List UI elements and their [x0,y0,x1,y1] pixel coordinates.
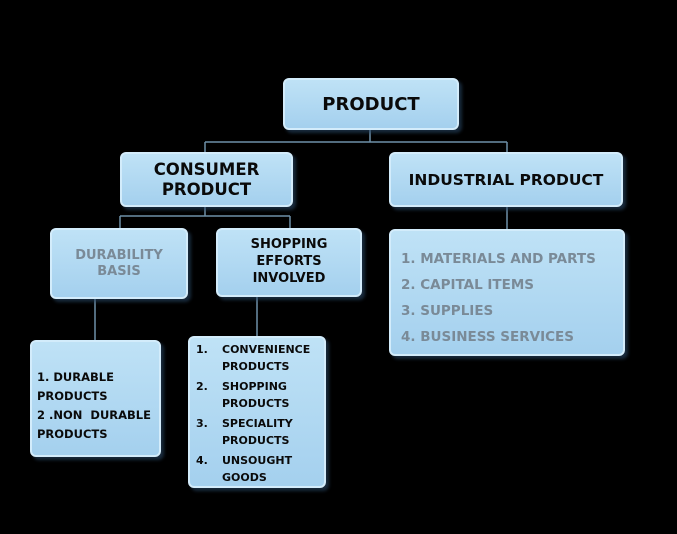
shopping-list-box: 1. CONVENIENCE PRODUCTS 2. SHOPPING PRODUC… [188,336,326,488]
shopping-item-3-number: 3. [196,417,208,430]
shopping-item-2: 2. SHOPPING PRODUCTS [196,379,289,412]
shopping-item-3: 3. SPECIALITY PRODUCTS [196,416,293,449]
industrial-item-1: 1. MATERIALS AND PARTS [401,251,596,267]
shopping-label-line2: EFFORTS [256,254,322,270]
industrial-item-3: 3. SUPPLIES [401,303,494,319]
durability-item-1-cont: PRODUCTS [37,389,108,403]
industrial-item-4: 4. BUSINESS SERVICES [401,329,574,345]
durability-item-1: 1. DURABLE [37,370,114,384]
consumer-product-box: CONSUMER PRODUCT [120,152,293,207]
shopping-efforts-box: SHOPPING EFFORTS INVOLVED [216,228,362,297]
shopping-item-3-line1: SPECIALITY [222,417,293,430]
shopping-item-2-line2: PRODUCTS [222,396,290,410]
product-box: PRODUCT [283,78,459,130]
shopping-item-3-line2: PRODUCTS [222,433,290,447]
consumer-label-line1: CONSUMER [153,159,260,179]
industrial-label: INDUSTRIAL PRODUCT [408,170,604,189]
shopping-item-2-number: 2. [196,380,208,393]
shopping-label-line1: SHOPPING [250,237,328,253]
shopping-item-1: 1. CONVENIENCE PRODUCTS [196,342,310,375]
industrial-product-box: INDUSTRIAL PRODUCT [389,152,623,207]
shopping-item-4-line1: UNSOUGHT [222,454,293,467]
durability-label-line1: DURABILITY [75,247,163,263]
shopping-item-1-number: 1. [196,343,208,356]
durability-list-box: 1. DURABLE PRODUCTS 2 .NON DURABLE PRODU… [30,340,161,457]
shopping-label-line3: INVOLVED [252,270,326,286]
industrial-list-box: 1. MATERIALS AND PARTS 2. CAPITAL ITEMS … [389,229,625,356]
durability-basis-box: DURABILITY BASIS [50,228,188,299]
shopping-item-4-line2: GOODS [222,470,267,484]
shopping-item-2-line1: SHOPPING [222,380,287,393]
durability-item-2: 2 .NON DURABLE [37,408,151,422]
durability-item-2-cont: PRODUCTS [37,427,108,441]
industrial-item-2: 2. CAPITAL ITEMS [401,277,535,293]
consumer-label-line2: PRODUCT [161,179,252,199]
product-label: PRODUCT [322,93,420,115]
durability-label-line2: BASIS [97,263,141,279]
shopping-item-1-line1: CONVENIENCE [222,343,311,356]
shopping-item-1-line2: PRODUCTS [222,359,290,373]
shopping-item-4-number: 4. [196,454,208,467]
shopping-item-4: 4. UNSOUGHT GOODS [196,453,292,486]
